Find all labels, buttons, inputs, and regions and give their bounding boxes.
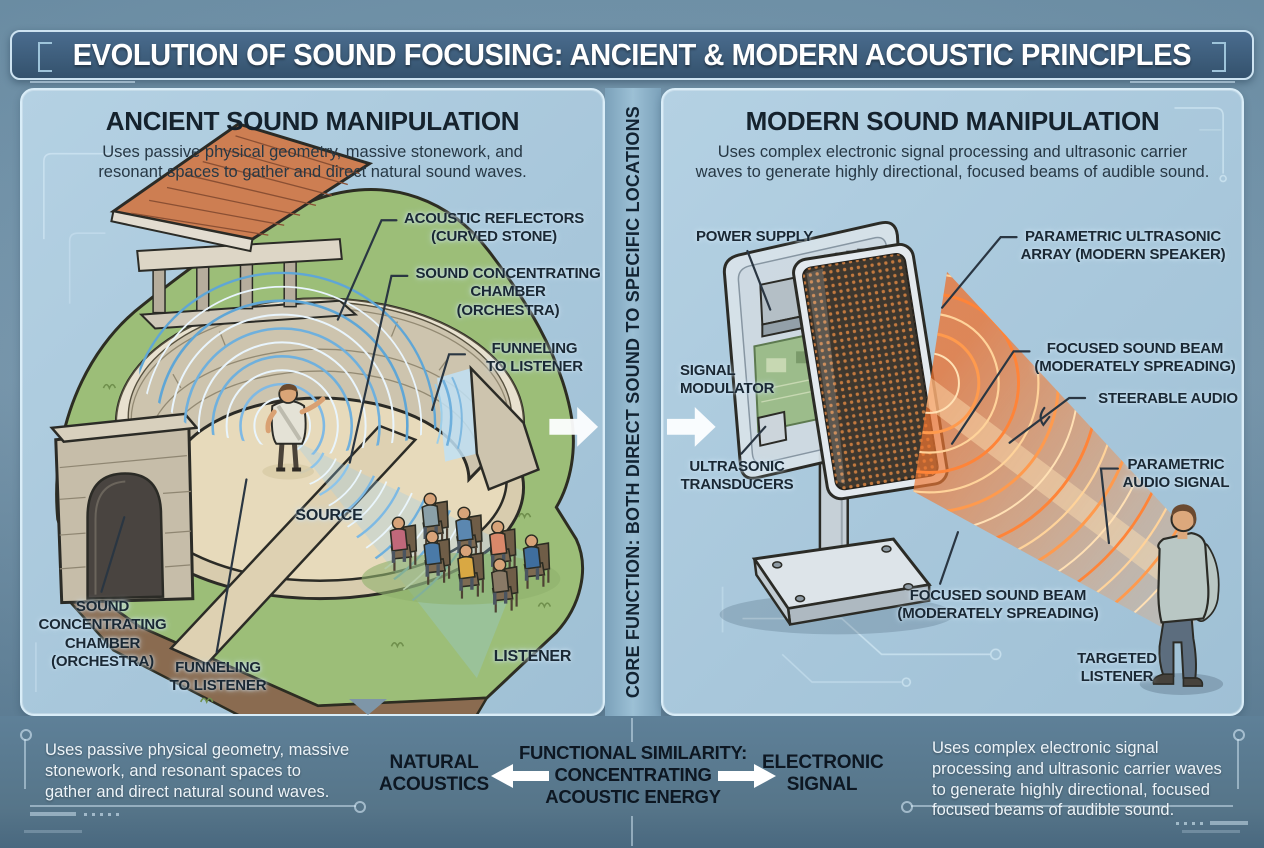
label-ultrasonic-transducers: ULTRASONIC TRANSDUCERS: [680, 458, 794, 494]
label-parametric-array: PARAMETRIC ULTRASONIC ARRAY (MODERN SPEA…: [1020, 228, 1226, 264]
flow-arrow-down-icon: [349, 699, 387, 715]
natural-acoustics-term: NATURAL ACOUSTICS: [378, 752, 490, 796]
decor-dots: [1176, 822, 1204, 825]
decor-dots: [84, 813, 124, 816]
decor-dash: [1182, 830, 1240, 833]
title-underline-left: [30, 81, 135, 83]
decor-dash: [1210, 821, 1248, 825]
modern-heading: MODERN SOUND MANIPULATION: [745, 106, 1160, 136]
ancient-panel: ANCIENT SOUND MANIPULATION Uses passive …: [20, 88, 605, 716]
ancient-heading: ANCIENT SOUND MANIPULATION: [105, 106, 520, 136]
comparison-footer: Uses passive physical geometry, massive …: [0, 716, 1264, 848]
label-focused-beam-bottom: FOCUSED SOUND BEAM (MODERATELY SPREADING…: [897, 587, 1099, 623]
decor-dash: [30, 812, 76, 816]
label-funneling-top: FUNNELING TO LISTENER: [486, 340, 583, 376]
core-function-text: CORE FUNCTION: BOTH DIRECT SOUND TO SPEC…: [622, 105, 643, 699]
node-icon: [1233, 729, 1245, 741]
decor-line: [631, 816, 633, 846]
label-signal-modulator: SIGNAL MODULATOR: [680, 362, 775, 398]
label-sound-chamber-top: SOUND CONCENTRATING CHAMBER (ORCHESTRA): [415, 265, 601, 319]
title-underline-right: [1130, 81, 1235, 83]
decor-line: [1237, 739, 1239, 789]
functional-similarity-statement: FUNCTIONAL SIMILARITY: CONCENTRATING ACO…: [518, 742, 748, 807]
node-icon: [901, 801, 913, 813]
flow-arrow-right-icon: [666, 406, 716, 447]
label-focused-beam-top: FOCUSED SOUND BEAM (MODERATELY SPREADING…: [1034, 340, 1236, 376]
label-sound-chamber-bottom: SOUND CONCENTRATING CHAMBER (ORCHESTRA): [38, 598, 167, 670]
label-steerable-audio: STEERABLE AUDIO: [1098, 390, 1238, 407]
label-funneling-bottom: FUNNELING TO LISTENER: [169, 659, 267, 695]
decor-line: [631, 718, 633, 742]
decor-line: [24, 739, 26, 789]
label-source: SOURCE: [295, 507, 363, 524]
decor-line: [911, 805, 1233, 807]
label-parametric-audio-signal: PARAMETRIC AUDIO SIGNAL: [1122, 456, 1230, 492]
modern-summary: Uses complex electronic signal processin…: [932, 739, 1222, 820]
ancient-description: Uses passive physical geometry, massive …: [98, 143, 527, 181]
core-function-divider: CORE FUNCTION: BOTH DIRECT SOUND TO SPEC…: [605, 88, 661, 716]
decor-dash: [24, 830, 82, 833]
natural-summary: Uses passive physical geometry, massive …: [45, 741, 350, 801]
node-icon: [354, 801, 366, 813]
parametric-speaker-illustration: [666, 107, 1227, 695]
label-listener: LISTENER: [493, 648, 572, 665]
arrow-left-icon: [491, 764, 549, 788]
modern-panel: MODERN SOUND MANIPULATION Uses complex e…: [661, 88, 1244, 716]
electronic-signal-term: ELECTRONIC SIGNAL: [762, 752, 884, 796]
amphitheater-illustration: [35, 122, 599, 714]
title-bar: EVOLUTION OF SOUND FOCUSING: ANCIENT & M…: [10, 30, 1254, 80]
label-targeted-listener: TARGETED LISTENER: [1077, 650, 1157, 686]
label-acoustic-reflectors: ACOUSTIC REFLECTORS (CURVED STONE): [403, 210, 585, 246]
decor-line: [30, 805, 356, 807]
bracket-left-icon: [38, 42, 52, 72]
modern-description: Uses complex electronic signal processin…: [695, 143, 1210, 181]
flow-arrow-right-icon: [549, 406, 599, 447]
page-title: EVOLUTION OF SOUND FOCUSING: ANCIENT & M…: [72, 37, 1192, 72]
arrow-right-icon: [718, 764, 776, 788]
bracket-right-icon: [1212, 42, 1226, 72]
node-icon: [20, 729, 32, 741]
label-power-supply: POWER SUPPLY: [696, 228, 814, 245]
